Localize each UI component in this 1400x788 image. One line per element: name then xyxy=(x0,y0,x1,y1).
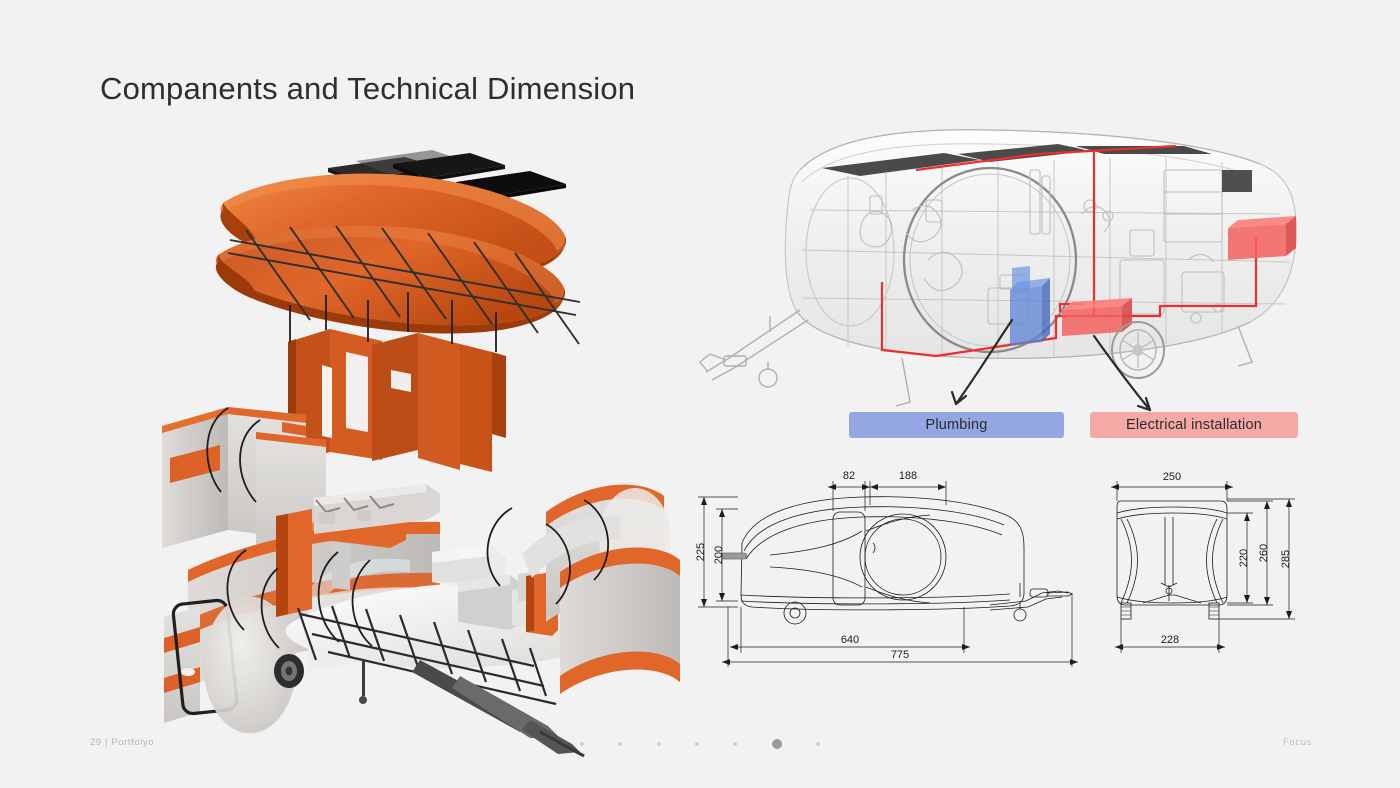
dim-225: 225 xyxy=(695,543,707,561)
front-body-outline xyxy=(1116,500,1228,606)
assembly-guide-wires xyxy=(206,292,609,649)
caravan-cutaway-systems xyxy=(690,110,1310,412)
water-tank xyxy=(1010,266,1050,346)
dim-200: 200 xyxy=(713,546,725,564)
front-dimension-lines xyxy=(1111,481,1295,653)
footer-brand-label: Focus xyxy=(1283,737,1312,748)
front-wheels xyxy=(1120,602,1220,620)
side-elevation: 82 188 225 200 640 775 xyxy=(690,455,1090,670)
caravan-wheel xyxy=(1111,321,1165,379)
dim-228: 228 xyxy=(1161,634,1179,646)
legend-chip-electrical[interactable]: Electrical installation xyxy=(1090,412,1298,438)
side-hitch xyxy=(989,583,1073,622)
electrical-label: Electrical installation xyxy=(1126,417,1262,433)
pagination-dot-7[interactable] xyxy=(815,742,820,746)
wall-mounted-unit xyxy=(1222,170,1252,192)
chassis-frame xyxy=(296,605,557,706)
page-title: Companents and Technical Dimension xyxy=(100,71,636,106)
battery-box xyxy=(1062,298,1132,336)
solar-panel-cutaway-group xyxy=(822,144,1212,176)
dim-640: 640 xyxy=(841,634,859,646)
dim-82: 82 xyxy=(843,470,855,482)
front-round-bulkhead xyxy=(805,177,895,327)
slide-pagination[interactable] xyxy=(580,736,820,752)
pagination-dot-2[interactable] xyxy=(618,742,623,746)
front-axle-assembly xyxy=(1142,582,1202,604)
footer-page-label: 29 | Portfolyo xyxy=(90,737,155,748)
front-elevation: 250 220 260 285 228 xyxy=(1095,455,1320,670)
internal-frame xyxy=(801,158,1291,358)
legend-chip-plumbing[interactable]: Plumbing xyxy=(849,412,1064,438)
annotation-arrows xyxy=(950,318,1152,412)
side-dimension-lines xyxy=(698,481,1078,667)
tow-hitch xyxy=(699,309,809,388)
chassis-wheel xyxy=(274,654,304,688)
dim-285: 285 xyxy=(1280,550,1292,568)
dim-220: 220 xyxy=(1238,549,1250,567)
interior-furniture xyxy=(276,484,558,636)
lower-roof-shell xyxy=(215,225,566,334)
pagination-dot-6[interactable] xyxy=(771,739,782,749)
rear-shell xyxy=(522,484,680,694)
support-legs xyxy=(895,325,1253,407)
plumbing-label: Plumbing xyxy=(925,417,988,433)
roof-frame-bars xyxy=(227,225,581,345)
plumbing-highlight xyxy=(849,412,1064,438)
electrical-highlight xyxy=(1090,412,1298,438)
dim-775: 775 xyxy=(891,649,909,661)
side-wheel xyxy=(783,601,807,625)
dim-188: 188 xyxy=(899,470,917,482)
pagination-dot-5[interactable] xyxy=(733,742,738,746)
side-body-outline xyxy=(720,496,1025,611)
electrical-routing xyxy=(880,144,1258,358)
wall-panels-left xyxy=(162,407,326,560)
pagination-dot-3[interactable] xyxy=(656,742,661,746)
dim-260: 260 xyxy=(1258,544,1270,562)
chassis-drawbar xyxy=(359,660,585,758)
front-small-panels xyxy=(164,598,239,723)
dim-250: 250 xyxy=(1163,471,1181,483)
pagination-dot-4[interactable] xyxy=(694,742,699,746)
exploded-caravan-assembly xyxy=(60,120,680,758)
power-unit-box xyxy=(1228,216,1296,260)
pagination-dot-1[interactable] xyxy=(580,742,584,746)
